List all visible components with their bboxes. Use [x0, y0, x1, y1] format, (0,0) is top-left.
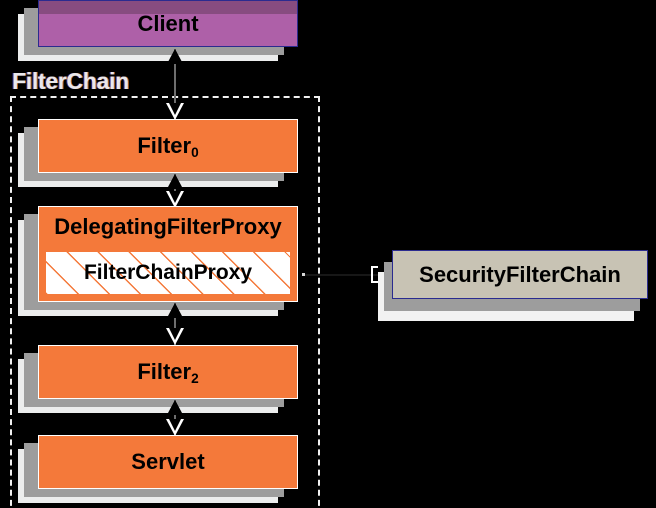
- arrow-up-solid-icon: [167, 303, 183, 318]
- connector-client-filter0: [166, 49, 184, 120]
- arrow-up-solid-icon: [167, 174, 183, 189]
- client-body: Client: [38, 0, 298, 47]
- filterchain-group-label: FilterChain: [12, 68, 129, 94]
- node-filter-2[interactable]: Filter2: [18, 345, 298, 413]
- connector-stem: [174, 49, 176, 120]
- connector-source-dot-icon: [302, 273, 305, 276]
- connector-filter0-delegatingfilterproxy: [166, 174, 184, 208]
- arrow-up-solid-icon: [167, 400, 183, 415]
- arrow-down-hollow-icon: [166, 328, 184, 345]
- connector-filter2-servlet: [166, 400, 184, 436]
- filter2-body: Filter2: [38, 345, 298, 399]
- connector-delegatingfilterproxy-filter2: [166, 303, 184, 345]
- arrow-up-solid-icon: [167, 49, 183, 64]
- arrow-down-hollow-icon: [166, 103, 184, 120]
- connector-stem: [174, 400, 176, 436]
- arrow-down-hollow-icon: [166, 419, 184, 436]
- filter0-body: Filter0: [38, 119, 298, 173]
- filterchain-group-boundary: [10, 96, 320, 508]
- security-filter-chain-label: SecurityFilterChain: [419, 261, 621, 287]
- servlet-body: Servlet: [38, 435, 298, 489]
- dfp-title-label: DelegatingFilterProxy: [54, 214, 282, 239]
- node-security-filter-chain[interactable]: SecurityFilterChain: [378, 250, 648, 321]
- servlet-label: Servlet: [131, 449, 205, 474]
- arrow-down-hollow-icon: [166, 191, 184, 208]
- node-filter-0[interactable]: Filter0: [18, 119, 298, 187]
- connector-stem: [174, 303, 176, 345]
- dfp-body: DelegatingFilterProxy FilterChainProxy: [38, 206, 298, 302]
- filter2-label: Filter2: [137, 359, 199, 387]
- sfc-body: SecurityFilterChain: [392, 250, 648, 299]
- node-servlet[interactable]: Servlet: [18, 435, 298, 503]
- node-filter-chain-proxy[interactable]: FilterChainProxy: [45, 251, 291, 295]
- connector-bracket-icon: [371, 266, 378, 283]
- node-client[interactable]: Client: [18, 0, 298, 61]
- client-label: Client: [137, 10, 199, 36]
- filter0-label: Filter0: [137, 133, 199, 161]
- node-delegating-filter-proxy[interactable]: DelegatingFilterProxy FilterChainProxy: [18, 206, 298, 316]
- filter-chain-proxy-label: FilterChainProxy: [83, 261, 253, 284]
